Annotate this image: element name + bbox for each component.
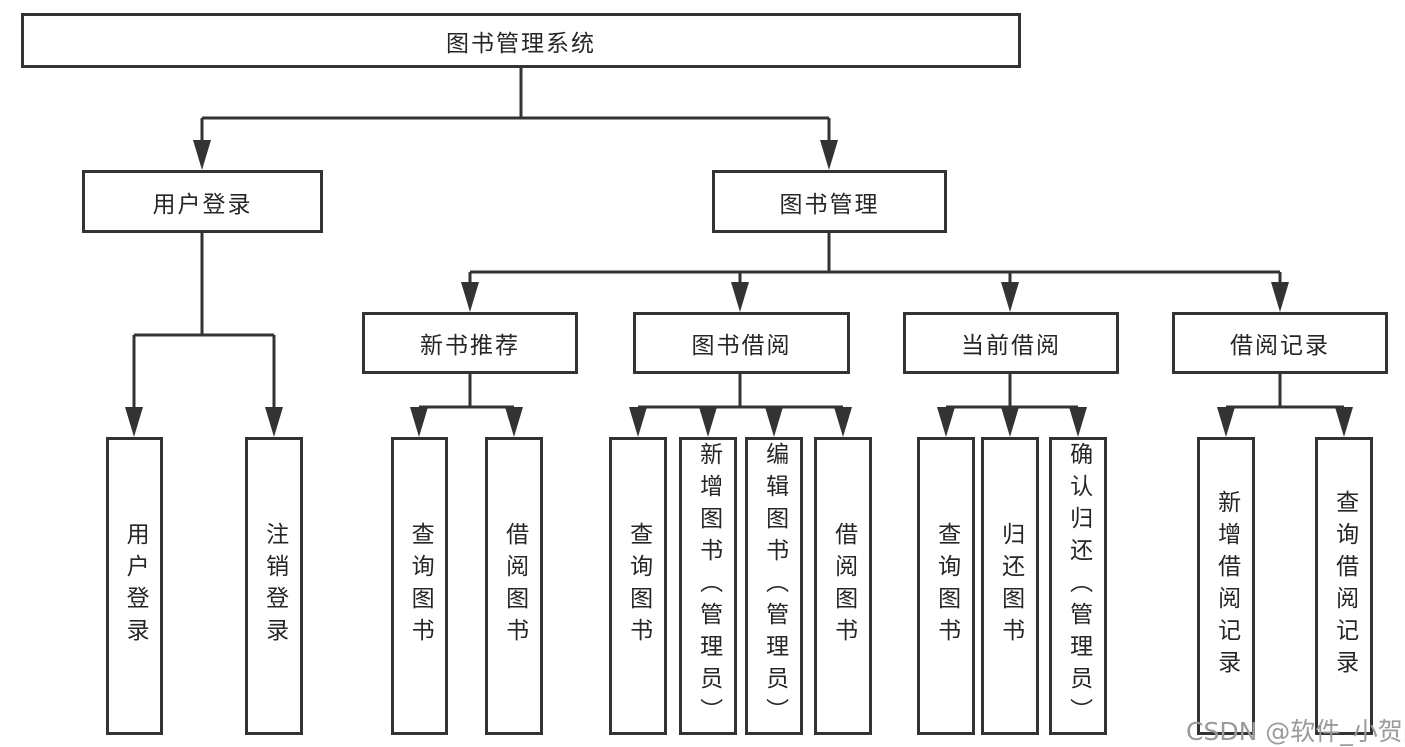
leaf-cb-query-books: 查询图书 xyxy=(917,437,975,735)
node-book-management: 图书管理 xyxy=(712,170,947,233)
node-new-book-recommend-label: 新书推荐 xyxy=(420,333,520,359)
leaf-bb-query-books-label: 查询图书 xyxy=(625,522,652,650)
leaf-bb-add-books-admin: 新增图书（管理员） xyxy=(679,437,737,735)
node-root-system-label: 图书管理系统 xyxy=(446,30,596,57)
leaf-nb-query-books-label: 查询图书 xyxy=(407,522,434,650)
watermark: CSDN @软件_小贺同学 xyxy=(1186,717,1405,746)
node-borrowing-records-label: 借阅记录 xyxy=(1230,333,1330,359)
leaf-nb-borrow-books: 借阅图书 xyxy=(485,437,543,735)
node-current-borrowing: 当前借阅 xyxy=(903,312,1119,374)
node-new-book-recommend: 新书推荐 xyxy=(362,312,578,374)
leaf-bb-borrow-books: 借阅图书 xyxy=(814,437,872,735)
leaf-logout: 注销登录 xyxy=(245,437,303,735)
leaf-cb-query-books-label: 查询图书 xyxy=(933,522,960,650)
leaf-br-add-record-label: 新增借阅记录 xyxy=(1213,490,1240,682)
node-root-system: 图书管理系统 xyxy=(21,13,1021,68)
leaf-bb-borrow-books-label: 借阅图书 xyxy=(830,522,857,650)
leaf-logout-label: 注销登录 xyxy=(261,522,288,650)
node-user-login: 用户登录 xyxy=(82,170,323,233)
leaf-bb-edit-books-admin: 编辑图书（管理员） xyxy=(745,437,803,735)
leaf-cb-return-books-label: 归还图书 xyxy=(997,522,1024,650)
leaf-br-query-record: 查询借阅记录 xyxy=(1315,437,1373,735)
leaf-bb-add-books-admin-label: 新增图书（管理员） xyxy=(695,442,722,730)
node-book-borrowing-label: 图书借阅 xyxy=(691,333,792,359)
leaf-nb-borrow-books-label: 借阅图书 xyxy=(501,522,528,650)
leaf-br-add-record: 新增借阅记录 xyxy=(1197,437,1255,735)
node-borrowing-records: 借阅记录 xyxy=(1172,312,1388,374)
leaf-cb-confirm-return-admin: 确认归还（管理员） xyxy=(1049,437,1107,735)
node-current-borrowing-label: 当前借阅 xyxy=(961,333,1061,359)
leaf-bb-edit-books-admin-label: 编辑图书（管理员） xyxy=(761,442,788,730)
leaf-user-login: 用户登录 xyxy=(106,437,163,735)
leaf-nb-query-books: 查询图书 xyxy=(391,437,448,735)
leaf-cb-return-books: 归还图书 xyxy=(981,437,1039,735)
node-user-login-label: 用户登录 xyxy=(152,191,253,218)
leaf-br-query-record-label: 查询借阅记录 xyxy=(1331,490,1358,682)
leaf-user-login-label: 用户登录 xyxy=(122,522,149,650)
node-book-management-label: 图书管理 xyxy=(779,191,880,218)
node-book-borrowing: 图书借阅 xyxy=(633,312,850,374)
leaf-cb-confirm-return-admin-label: 确认归还（管理员） xyxy=(1065,442,1092,730)
leaf-bb-query-books: 查询图书 xyxy=(609,437,667,735)
